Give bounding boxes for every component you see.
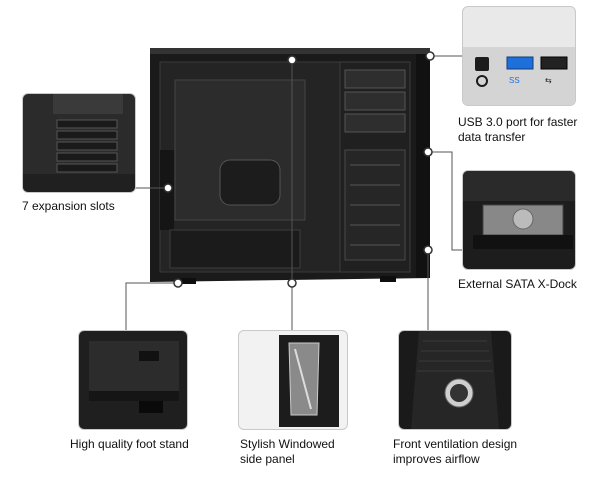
usb-port-thumbnail: SS ⇆ [462, 6, 576, 106]
logo-badge-icon [444, 378, 474, 408]
xdock-label: External SATA X-Dock [458, 277, 577, 291]
window-panel-label-line1: Stylish Windowed [240, 437, 335, 451]
svg-text:SS: SS [509, 76, 520, 85]
expansion-slots-thumbnail [22, 93, 136, 193]
foot-stand-thumbnail [78, 330, 188, 430]
power-button-icon [475, 57, 489, 87]
expansion-slots-label: 7 expansion slots [22, 199, 115, 213]
window-panel-caption: Stylish Windowed side panel [240, 437, 335, 467]
window-panel-label-line2: side panel [240, 452, 295, 466]
front-vent-thumbnail [398, 330, 512, 430]
foot-stand-label: High quality foot stand [70, 437, 189, 451]
front-vent-caption: Front ventilation design improves airflo… [393, 437, 517, 467]
case-illustration [150, 48, 430, 284]
usb-port-label-line2: data transfer [458, 130, 526, 144]
xdock-thumbnail [462, 170, 576, 270]
window-panel-thumbnail [238, 330, 348, 430]
usb-port-label-line1: USB 3.0 port for faster [458, 115, 578, 129]
expansion-slots-caption: 7 expansion slots [22, 199, 115, 214]
usb-3-port-icon: SS [506, 56, 534, 85]
usb-2-port-icon: ⇆ [540, 56, 568, 85]
usb-port-caption: USB 3.0 port for faster data transfer [458, 115, 577, 145]
xdock-caption: External SATA X-Dock [458, 277, 577, 292]
svg-text:⇆: ⇆ [545, 76, 552, 85]
foot-stand-caption: High quality foot stand [70, 437, 189, 452]
front-vent-label-line1: Front ventilation design [393, 437, 518, 451]
front-vent-label-line2: improves airflow [393, 452, 480, 466]
